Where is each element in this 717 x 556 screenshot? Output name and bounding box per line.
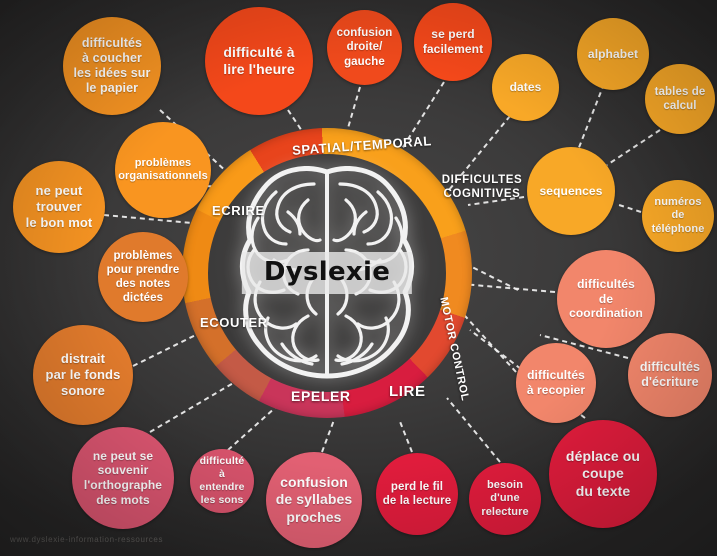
ring-label-epeler: EPELER (291, 388, 351, 404)
central-hub: Dyslexie (182, 128, 472, 418)
connector-sequences (467, 196, 525, 206)
bubble-label: dates (509, 80, 542, 95)
connector-numeros-de-telephone (615, 203, 642, 213)
bubble-label: alphabet (587, 46, 639, 61)
ring-label-ecouter: ECOUTER (200, 315, 268, 330)
bubble-sequences[interactable]: sequences (527, 147, 615, 235)
connector-besoin-dune-relecture (446, 397, 501, 463)
connector-se-perd-facilement (399, 81, 445, 153)
connector-difficulte-a-lire-lheure (287, 109, 303, 132)
connector-ne-peut-se-souvenir-orthographe (149, 371, 253, 433)
watermark: www.dyslexie-information-ressources (10, 535, 164, 544)
ring-label-lire: LIRE (389, 383, 426, 400)
bubble-label: sequences (539, 183, 603, 198)
connector-difficultes-de-coordination (461, 283, 556, 293)
connector-perd-le-fil-de-la-lecture (398, 418, 413, 453)
connector-confusion-droite-gauche (347, 86, 361, 129)
connector-tables-de-calcul (606, 129, 661, 166)
bubble-alphabet[interactable]: alphabet (577, 18, 649, 90)
ring-label-difficultes-cognitives: DIFFICULTES COGNITIVES (441, 174, 523, 200)
ring-label-ecrire: ECRIRE (212, 203, 265, 218)
bubble-dates[interactable]: dates (492, 54, 559, 121)
connector-motor-control-extra (461, 261, 519, 291)
page-title: Dyslexie (241, 252, 413, 294)
connector-difficultes-a-recopier (455, 305, 517, 373)
connector-difficultes-decriture (539, 334, 629, 359)
connector-confusion-de-syllabes-proches (321, 419, 335, 453)
connector-alphabet (577, 83, 605, 151)
